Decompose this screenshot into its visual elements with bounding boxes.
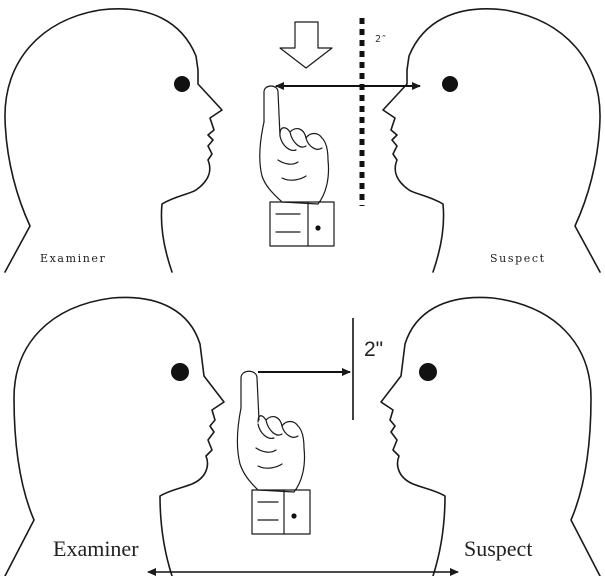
distance-label: 2" [364,338,383,361]
eye-icon [171,363,189,381]
down-arrow-outline-icon [279,21,333,69]
raised-index-finger-hand-icon [236,370,311,535]
raised-index-finger-hand-icon [259,85,335,247]
suspect-head-outline [382,8,601,273]
distance-label: 2″ [375,34,387,45]
eye-icon [419,363,437,381]
eye-icon [174,76,190,92]
suspect-head-outline [380,296,601,576]
top-panel: Examiner Suspect 2″ [4,8,601,273]
examiner-label: Examiner [53,536,139,561]
eye-icon [442,76,458,92]
examiner-label: Examiner [40,252,106,265]
suspect-label: Suspect [464,536,532,561]
examiner-head-outline [4,296,225,576]
suspect-label: Suspect [490,252,546,265]
bottom-panel: Examiner Suspect 2" [4,296,601,576]
examiner-head-outline [4,8,223,273]
